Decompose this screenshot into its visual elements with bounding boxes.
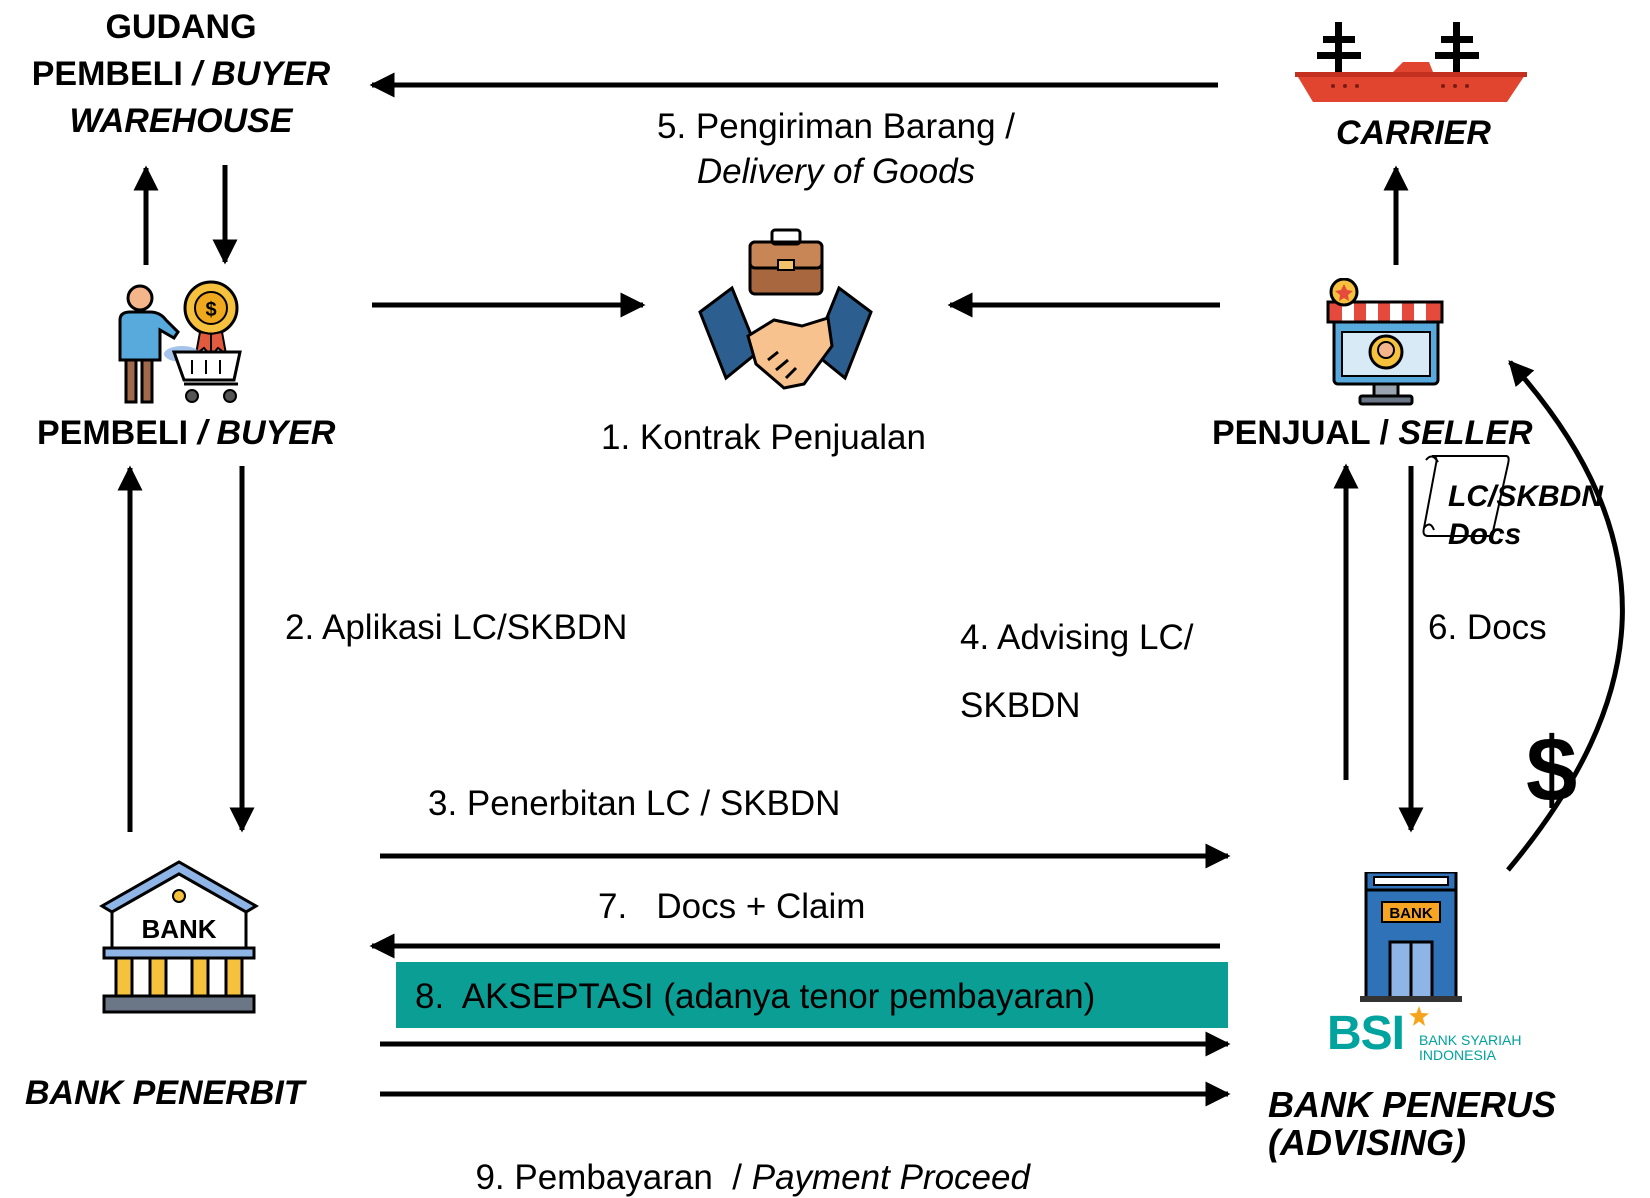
- buyer-warehouse-line2-bold: PEMBELI: [31, 55, 183, 93]
- seller-label: PENJUAL / SELLER: [1212, 410, 1533, 457]
- step-9-italic: Payment Proceed: [751, 1158, 1030, 1197]
- advising-bank-icon: BANK: [1360, 872, 1462, 1002]
- step-4-line1: 4. Advising LC/: [960, 618, 1194, 657]
- lc-docs-line1: LC/SKBDN: [1448, 480, 1603, 513]
- svg-text:$: $: [205, 299, 216, 321]
- buyer-warehouse-line1: GUDANG: [105, 8, 257, 46]
- advising-bank-icon-text: BANK: [1389, 905, 1432, 922]
- buyer-label-italic: / BUYER: [188, 414, 336, 452]
- arrow-payment-to-seller: [1506, 360, 1625, 872]
- issuing-bank-label: BANK PENERBIT: [25, 1074, 305, 1112]
- ship-icon: [1295, 22, 1527, 102]
- issuing-bank-icon: BANK: [99, 860, 259, 1014]
- step-5-line2: Delivery of Goods: [696, 152, 976, 191]
- dollar-sign: $: [1526, 719, 1578, 821]
- bsi-logo-line1: BANK SYARIAH: [1419, 1032, 1522, 1048]
- advising-bank-line2: (ADVISING): [1268, 1122, 1466, 1163]
- step-4-line2: SKBDN: [960, 686, 1081, 725]
- seller-label-bold: PENJUAL /: [1212, 414, 1399, 452]
- buyer-warehouse-line3: WAREHOUSE: [69, 102, 293, 140]
- buyer-label: PEMBELI / BUYER: [37, 410, 335, 457]
- seller-shop-icon: [1326, 278, 1444, 406]
- step-3-label: 3. Penerbitan LC / SKBDN: [428, 784, 841, 823]
- seller-label-italic: SELLER: [1398, 414, 1533, 452]
- buyer-warehouse-line2-italic: / BUYER: [182, 55, 331, 93]
- document-scroll-icon: [1422, 455, 1510, 537]
- advising-bank-line1: BANK PENERUS: [1268, 1084, 1557, 1125]
- buyer-warehouse-line2: PEMBELI / BUYER: [0, 51, 362, 98]
- bsi-star-icon: [1409, 1006, 1429, 1026]
- carrier-label: CARRIER: [1336, 114, 1491, 152]
- acceptance-highlight: [396, 962, 1228, 1028]
- bsi-logo-line2: INDONESIA: [1419, 1047, 1497, 1063]
- step-2-label: 2. Aplikasi LC/SKBDN: [285, 608, 628, 647]
- step-5-label: 5. Pengiriman Barang / Delivery of Goods: [560, 104, 1112, 194]
- step-5-line1: 5. Pengiriman Barang /: [657, 107, 1015, 146]
- step-9-label: 9. Pembayaran / Payment Proceed: [456, 1118, 1030, 1198]
- issuing-bank-icon-text: BANK: [141, 914, 216, 944]
- bsi-logo-mark: BSI: [1327, 1007, 1405, 1060]
- bsi-logo: BSI BANK SYARIAH INDONESIA: [1325, 1006, 1545, 1066]
- step-4-label: 4. Advising LC/ SKBDN: [960, 604, 1193, 740]
- step-9-text: 9. Pembayaran /: [475, 1158, 752, 1197]
- handshake-contract-icon: [698, 228, 873, 390]
- lc-docs-label: LC/SKBDN Docs: [1448, 478, 1603, 554]
- step-6-label: 6. Docs: [1428, 608, 1547, 647]
- buyer-shopper-icon: $: [118, 280, 242, 404]
- step-1-label: 1. Kontrak Penjualan: [601, 418, 926, 457]
- step-7-label: 7. Docs + Claim: [598, 887, 866, 926]
- step-8-label: 8. AKSEPTASI (adanya tenor pembayaran): [415, 977, 1096, 1016]
- advising-bank-label: BANK PENERUS (ADVISING): [1268, 1086, 1556, 1162]
- arrows-layer: [117, 72, 1625, 1107]
- buyer-warehouse-label: GUDANG PEMBELI / BUYER WAREHOUSE: [0, 4, 362, 145]
- lc-docs-line2: Docs: [1448, 518, 1522, 551]
- buyer-label-bold: PEMBELI: [37, 414, 189, 452]
